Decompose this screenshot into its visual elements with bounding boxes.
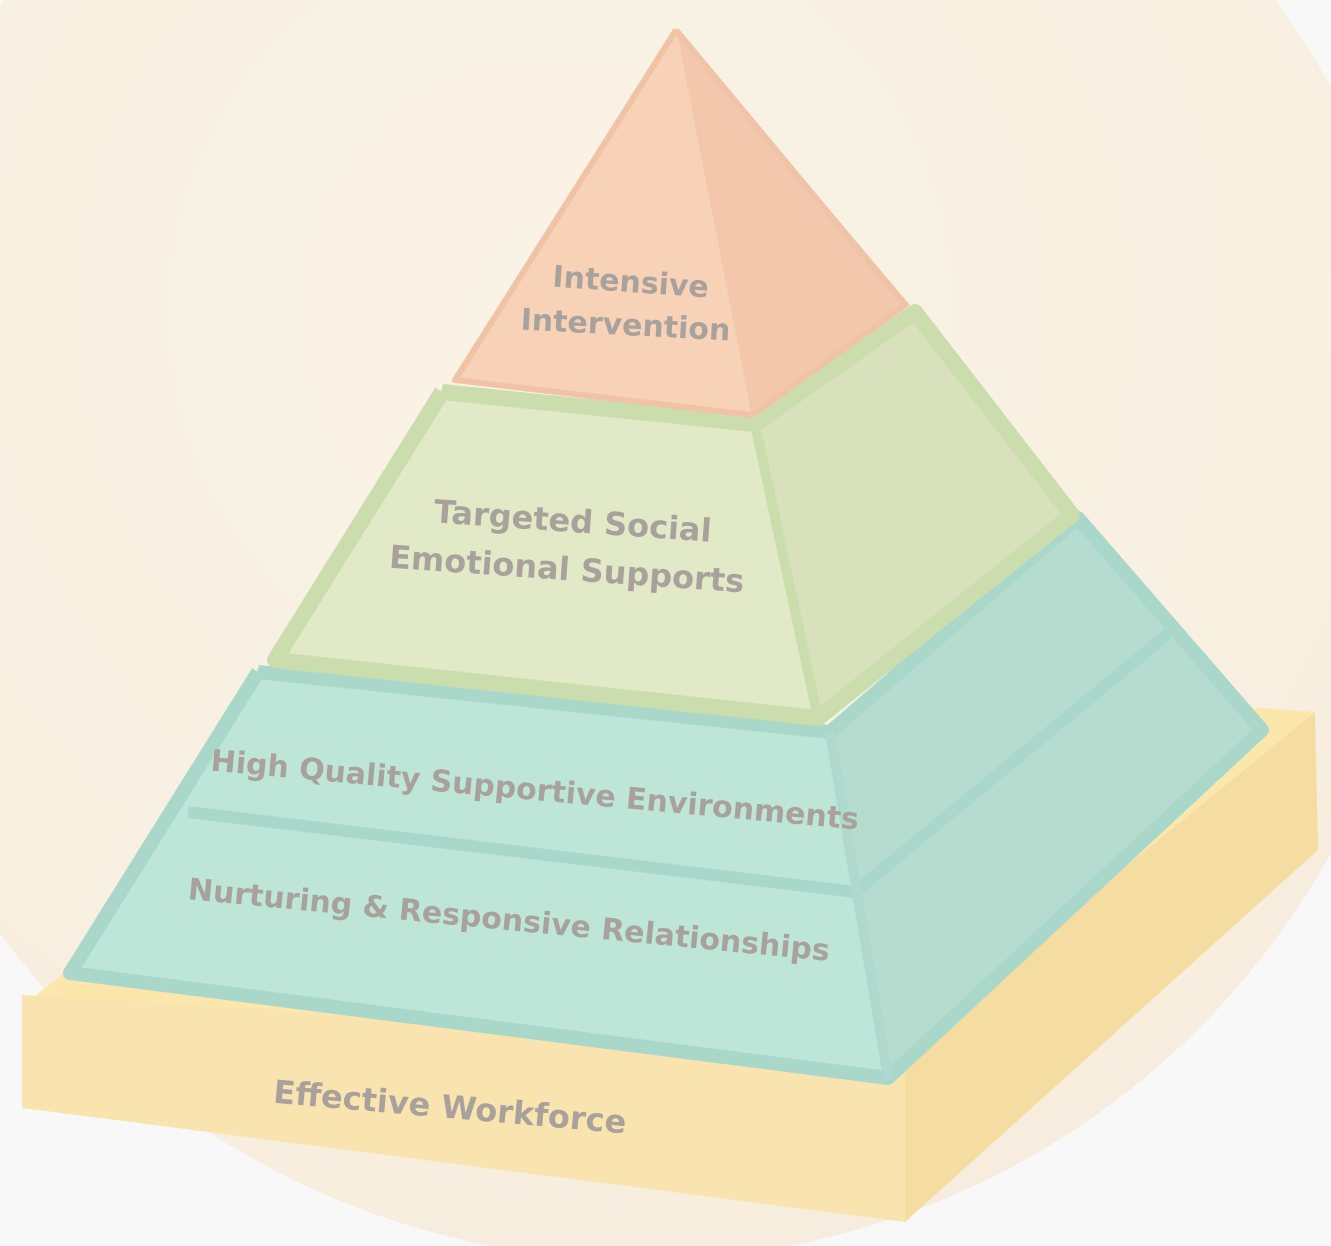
peach-tier xyxy=(452,28,910,418)
teal-tier-side xyxy=(830,515,1265,1080)
peach-tier-front xyxy=(452,28,752,418)
teal-tier xyxy=(63,511,1269,1085)
green-tier-front xyxy=(272,388,818,722)
peach-tier-side xyxy=(676,28,910,418)
teal-tier-edge xyxy=(825,731,893,1079)
peach-tier-outline xyxy=(452,28,908,418)
base-slab-side xyxy=(905,712,1318,1222)
green-tier xyxy=(267,304,1080,726)
green-tier-edge xyxy=(750,422,823,720)
teal-tier-front xyxy=(68,668,888,1080)
